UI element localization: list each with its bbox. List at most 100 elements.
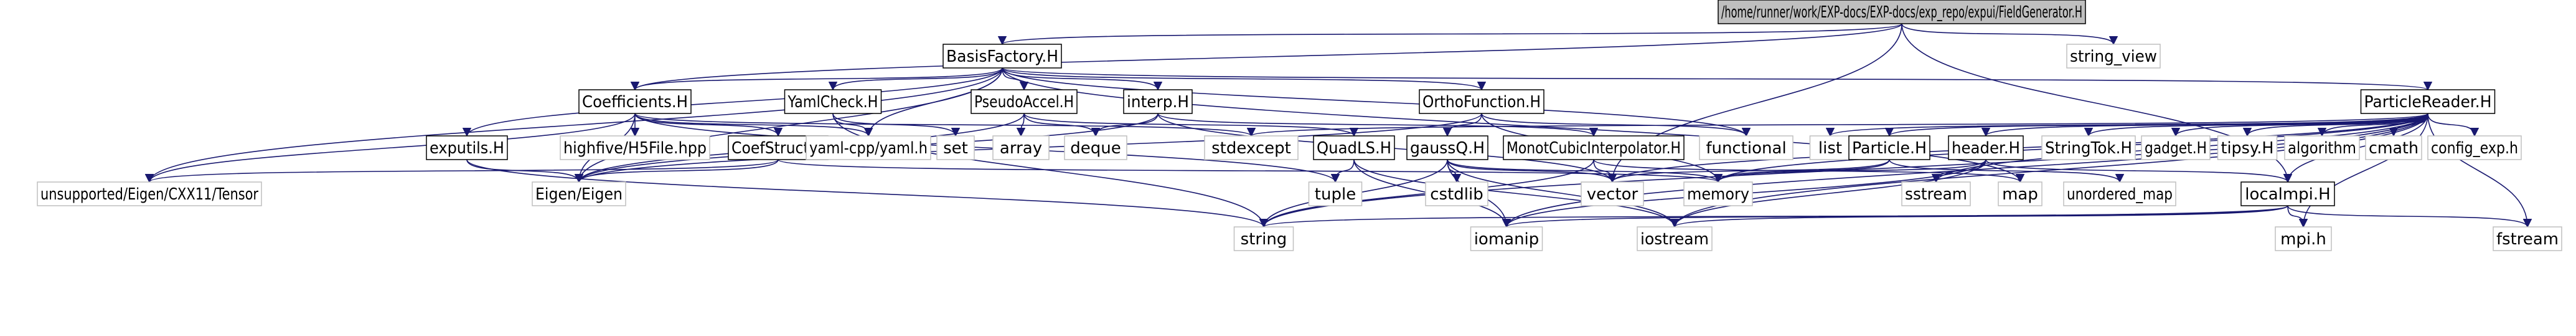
edge-ParticleReader-to-string — [1259, 113, 2428, 228]
node-box-list — [1809, 135, 1851, 160]
node-label-PseudoAccel: PseudoAccel.H — [974, 93, 1074, 112]
node-label-string: string — [1241, 230, 1287, 249]
node-BasisFactory[interactable]: BasisFactory.H — [942, 44, 1062, 69]
node-box-unordered_map — [2063, 181, 2176, 206]
node-ParticleReader[interactable]: ParticleReader.H — [2360, 89, 2496, 114]
edge-localmpi-to-string — [1259, 205, 2288, 228]
edge-Coefficients-to-stdexcept — [634, 113, 1256, 137]
edge-header-to-localmpi — [1985, 159, 2292, 183]
node-cmath: cmath — [2365, 135, 2422, 160]
node-eigen: Eigen/Eigen — [532, 181, 626, 206]
edge-ParticleReader-to-gadget — [2171, 113, 2428, 137]
node-unordered_map: unordered_map — [2063, 181, 2176, 206]
edge-localmpi-to-fstream — [2287, 205, 2532, 228]
edge-root-to-Coefficients — [631, 23, 1902, 91]
edge-BasisFactory-to-interp — [1002, 67, 1163, 91]
node-map: map — [1998, 181, 2042, 206]
node-box-deque — [1064, 135, 1127, 160]
edge-Particle-to-memory — [1713, 159, 1890, 183]
node-iomanip: iomanip — [1470, 226, 1543, 251]
node-label-BasisFactory: BasisFactory.H — [946, 47, 1058, 66]
node-functional: functional — [1699, 135, 1793, 160]
node-OrthoFunction[interactable]: OrthoFunction.H — [1419, 89, 1544, 114]
edge-ParticleReader-to-config_exp — [2427, 113, 2480, 137]
node-list: list — [1809, 135, 1851, 160]
node-array: array — [992, 135, 1050, 160]
edge-BasisFactory-to-PseudoAccel — [1002, 67, 1029, 91]
node-label-Coefficients: Coefficients.H — [582, 93, 688, 112]
edge-OrthoFunction-to-functional — [1481, 113, 1751, 137]
node-box-MonotCubic — [1503, 135, 1685, 160]
node-box-vector — [1581, 181, 1644, 206]
node-label-exputils: exputils.H — [430, 139, 504, 158]
edge-ParticleReader-to-stdexcept — [1247, 113, 2428, 137]
node-YamlCheck[interactable]: YamlCheck.H — [784, 89, 882, 114]
node-mpi: mpi.h — [2275, 226, 2332, 251]
edge-YamlCheck-to-set — [832, 113, 961, 137]
node-sstream: sstream — [1901, 181, 1971, 206]
node-box-Coefficients — [578, 89, 692, 114]
node-box-StringTok — [2041, 135, 2136, 160]
edge-interp-to-MonotCubic — [1157, 113, 1598, 137]
node-deque: deque — [1064, 135, 1127, 160]
edge-Particle-to-unordered_map — [1889, 159, 2125, 183]
node-cstdlib: cstdlib — [1425, 181, 1488, 206]
node-label-highfive: highfive/H5File.hpp — [563, 139, 707, 158]
node-PseudoAccel[interactable]: PseudoAccel.H — [971, 89, 1078, 114]
edge-QuadLS-to-tuple — [1330, 159, 1355, 183]
edge-QuadLS-to-iostream — [1353, 159, 1680, 228]
edge-BasisFactory-to-Coefficients — [631, 67, 1003, 91]
node-string: string — [1233, 226, 1294, 251]
node-exputils[interactable]: exputils.H — [426, 135, 508, 160]
node-label-memory: memory — [1687, 185, 1749, 204]
node-box-string_view — [2066, 44, 2161, 69]
node-header[interactable]: header.H — [1948, 135, 2024, 160]
node-label-QuadLS: QuadLS.H — [1317, 139, 1391, 158]
edge-ParticleReader-to-mpi — [2298, 113, 2428, 228]
node-Coefficients[interactable]: Coefficients.H — [578, 89, 692, 114]
node-box-fstream — [2493, 226, 2562, 251]
node-box-Particle — [1848, 135, 1930, 160]
node-box-yamlcpp — [806, 135, 931, 160]
node-gadget: gadget.H — [2141, 135, 2211, 160]
node-label-map: map — [2002, 185, 2038, 204]
edge-Coefficients-to-tuple — [634, 113, 1340, 183]
edge-gaussQ-to-memory — [1447, 159, 1723, 183]
edge-BasisFactory-to-functional — [1002, 67, 1751, 137]
edge-BasisFactory-to-exputils — [463, 67, 1003, 137]
node-box-YamlCheck — [784, 89, 882, 114]
node-algorithm: algorithm — [2284, 135, 2360, 160]
node-interp[interactable]: interp.H — [1123, 89, 1193, 114]
node-box-eigen — [532, 181, 626, 206]
edge-CoefStruct-to-memory — [778, 159, 1723, 183]
node-label-gadget: gadget.H — [2145, 139, 2207, 158]
node-box-OrthoFunction — [1419, 89, 1544, 114]
node-localmpi[interactable]: localmpi.H — [2240, 181, 2335, 206]
node-iostream: iostream — [1637, 226, 1713, 251]
node-gaussQ[interactable]: gaussQ.H — [1406, 135, 1488, 160]
node-highfive: highfive/H5File.hpp — [560, 135, 710, 160]
node-label-config_exp: config_exp.h — [2431, 139, 2518, 158]
edge-Particle-to-vector — [1607, 159, 1890, 183]
node-label-iostream: iostream — [1640, 230, 1709, 249]
node-root[interactable]: /home/runner/work/EXP-docs/EXP-docs/exp_… — [1718, 0, 2086, 24]
nodes-layer: /home/runner/work/EXP-docs/EXP-docs/exp_… — [37, 0, 2562, 251]
node-label-root: /home/runner/work/EXP-docs/EXP-docs/exp_… — [1721, 3, 2082, 22]
node-Particle[interactable]: Particle.H — [1848, 135, 1930, 160]
node-box-interp — [1123, 89, 1193, 114]
node-memory: memory — [1683, 181, 1753, 206]
edge-Coefficients-to-yamlcpp — [634, 113, 873, 137]
node-set: set — [936, 135, 975, 160]
node-MonotCubic[interactable]: MonotCubicInterpolator.H — [1503, 135, 1685, 160]
node-QuadLS[interactable]: QuadLS.H — [1313, 135, 1395, 160]
node-config_exp: config_exp.h — [2427, 135, 2522, 160]
node-label-functional: functional — [1706, 139, 1786, 158]
node-string_view: string_view — [2066, 44, 2161, 69]
edge-ParticleReader-to-StringTok — [2084, 113, 2428, 137]
node-box-iostream — [1637, 226, 1713, 251]
node-box-config_exp — [2427, 135, 2522, 160]
node-box-tipsy — [2217, 135, 2278, 160]
node-box-tensor — [37, 181, 262, 206]
node-label-MonotCubic: MonotCubicInterpolator.H — [1507, 139, 1681, 158]
